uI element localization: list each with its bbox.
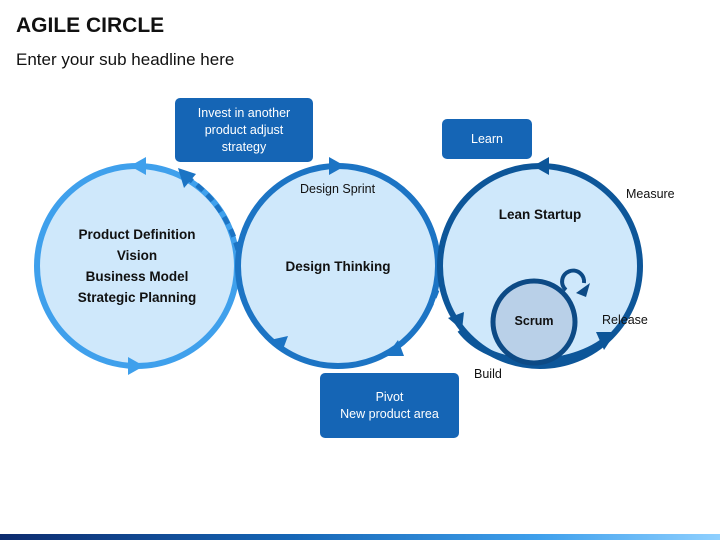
pivot-line-2: New product area [340, 406, 439, 421]
right-circle-title: Lean Startup [498, 207, 582, 222]
left-circle-text: Product Definition Vision Business Model… [57, 224, 217, 308]
left-line-4: Strategic Planning [77, 290, 197, 305]
pivot-line-1: Pivot [375, 389, 404, 404]
arrow-head-icon [533, 157, 549, 175]
left-line-1: Product Definition [78, 227, 196, 242]
left-line-2: Vision [116, 248, 158, 263]
learn-box: Learn [442, 119, 532, 159]
release-label: Release [602, 313, 648, 327]
design-sprint-label: Design Sprint [300, 182, 376, 196]
dashed-connector-bottom [394, 289, 440, 351]
arrow-head-icon [386, 340, 404, 356]
arrow-head-icon [329, 157, 345, 175]
arrow-head-icon [576, 283, 590, 297]
bottom-accent-bar [0, 534, 720, 540]
page-subtitle: Enter your sub headline here [16, 50, 235, 69]
arrow-head-icon [448, 312, 464, 330]
measure-label: Measure [626, 187, 675, 201]
scrum-label: Scrum [514, 314, 554, 328]
middle-circle-title: Design Thinking [285, 259, 391, 274]
page-title: AGILE CIRCLE [16, 14, 165, 37]
arrow-head-icon [178, 168, 196, 188]
arrow-head-icon [128, 357, 144, 375]
dashed-connector-top [186, 175, 241, 251]
loop-arrow-icon [560, 268, 587, 292]
pivot-box: Pivot New product area [320, 373, 459, 438]
invest-box: Invest in another product adjust strateg… [175, 98, 313, 162]
invest-line-3: strategy [221, 139, 267, 154]
build-label: Build [474, 367, 502, 381]
invest-line-1: Invest in another [197, 105, 291, 120]
arrow-head-icon [270, 336, 288, 352]
invest-line-2: product adjust [204, 122, 284, 137]
arrow-head-icon [596, 332, 616, 350]
scrum-circle [490, 278, 578, 366]
arrow-head-icon [130, 157, 146, 175]
left-line-3: Business Model [85, 269, 189, 284]
